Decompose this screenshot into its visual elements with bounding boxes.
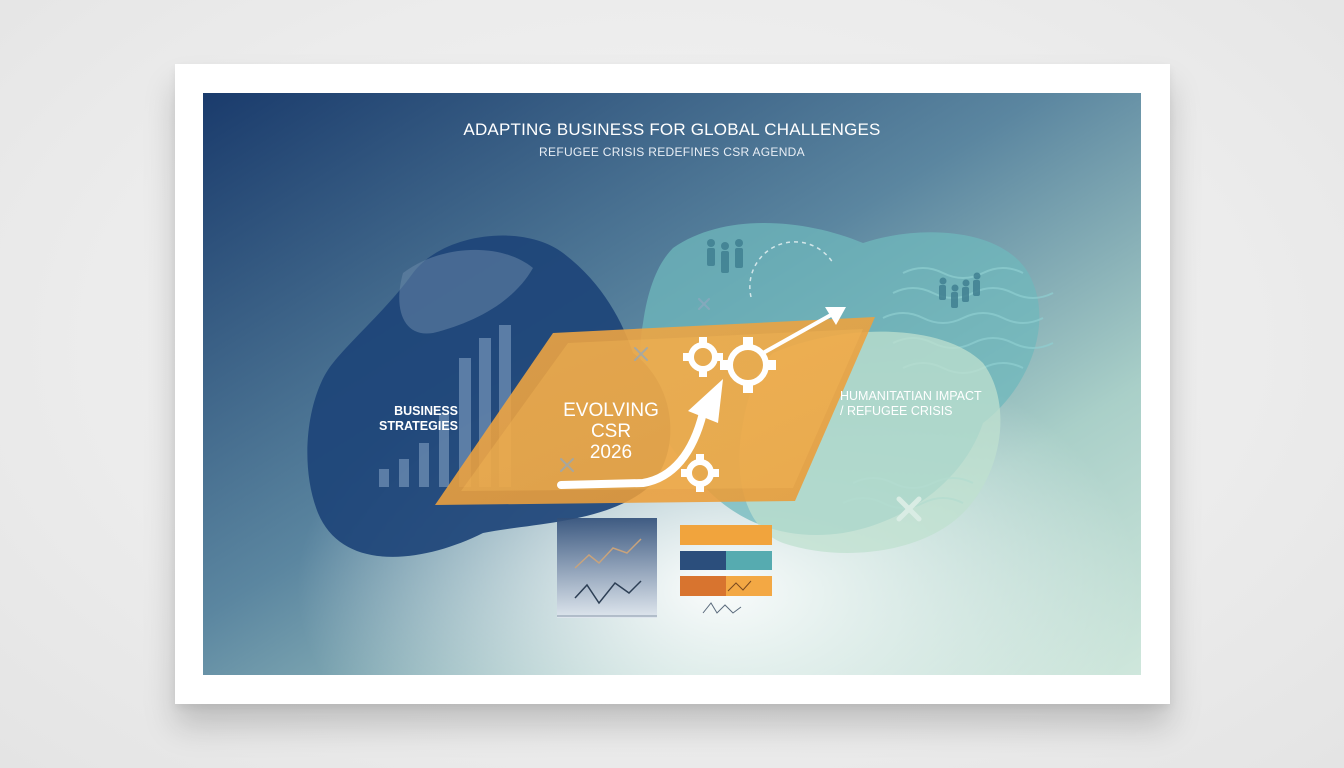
business-label-line2: STRATEGIES: [379, 419, 458, 433]
gear-teeth: [681, 337, 776, 492]
impact-label-line2: / REFUGEE CRISIS: [840, 404, 953, 418]
stacked-bars-icon: [680, 525, 772, 614]
humanitarian-impact-label: HUMANITATIAN IMPACT / REFUGEE CRISIS: [840, 389, 1020, 419]
people-group-icon: [707, 239, 981, 308]
center-label-line2: CSR: [590, 421, 632, 442]
small-cross-icons: [560, 298, 710, 472]
line-chart-icon: [557, 518, 657, 618]
evolving-csr-label: EVOLVING CSR 2026: [551, 400, 671, 463]
center-label-line1: EVOLVING: [563, 400, 659, 421]
slide-subtitle: REFUGEE CRISIS REDEFINES CSR AGENDA: [539, 145, 805, 159]
blob-highlight: [399, 249, 533, 334]
cross-mark-icon: [896, 496, 922, 522]
slide-title: ADAPTING BUSINESS FOR GLOBAL CHALLENGES: [463, 120, 881, 139]
business-label-line1: BUSINESS: [394, 404, 458, 418]
slide-artwork: ADAPTING BUSINESS FOR GLOBAL CHALLENGES …: [203, 93, 1141, 675]
growth-arrow-icon: [557, 241, 846, 489]
business-strategies-label: BUSINESS STRATEGIES: [353, 404, 458, 434]
center-label-line3: 2026: [589, 442, 633, 463]
illustration: [203, 93, 1141, 675]
impact-label-line1: HUMANITATIAN IMPACT: [840, 389, 982, 403]
